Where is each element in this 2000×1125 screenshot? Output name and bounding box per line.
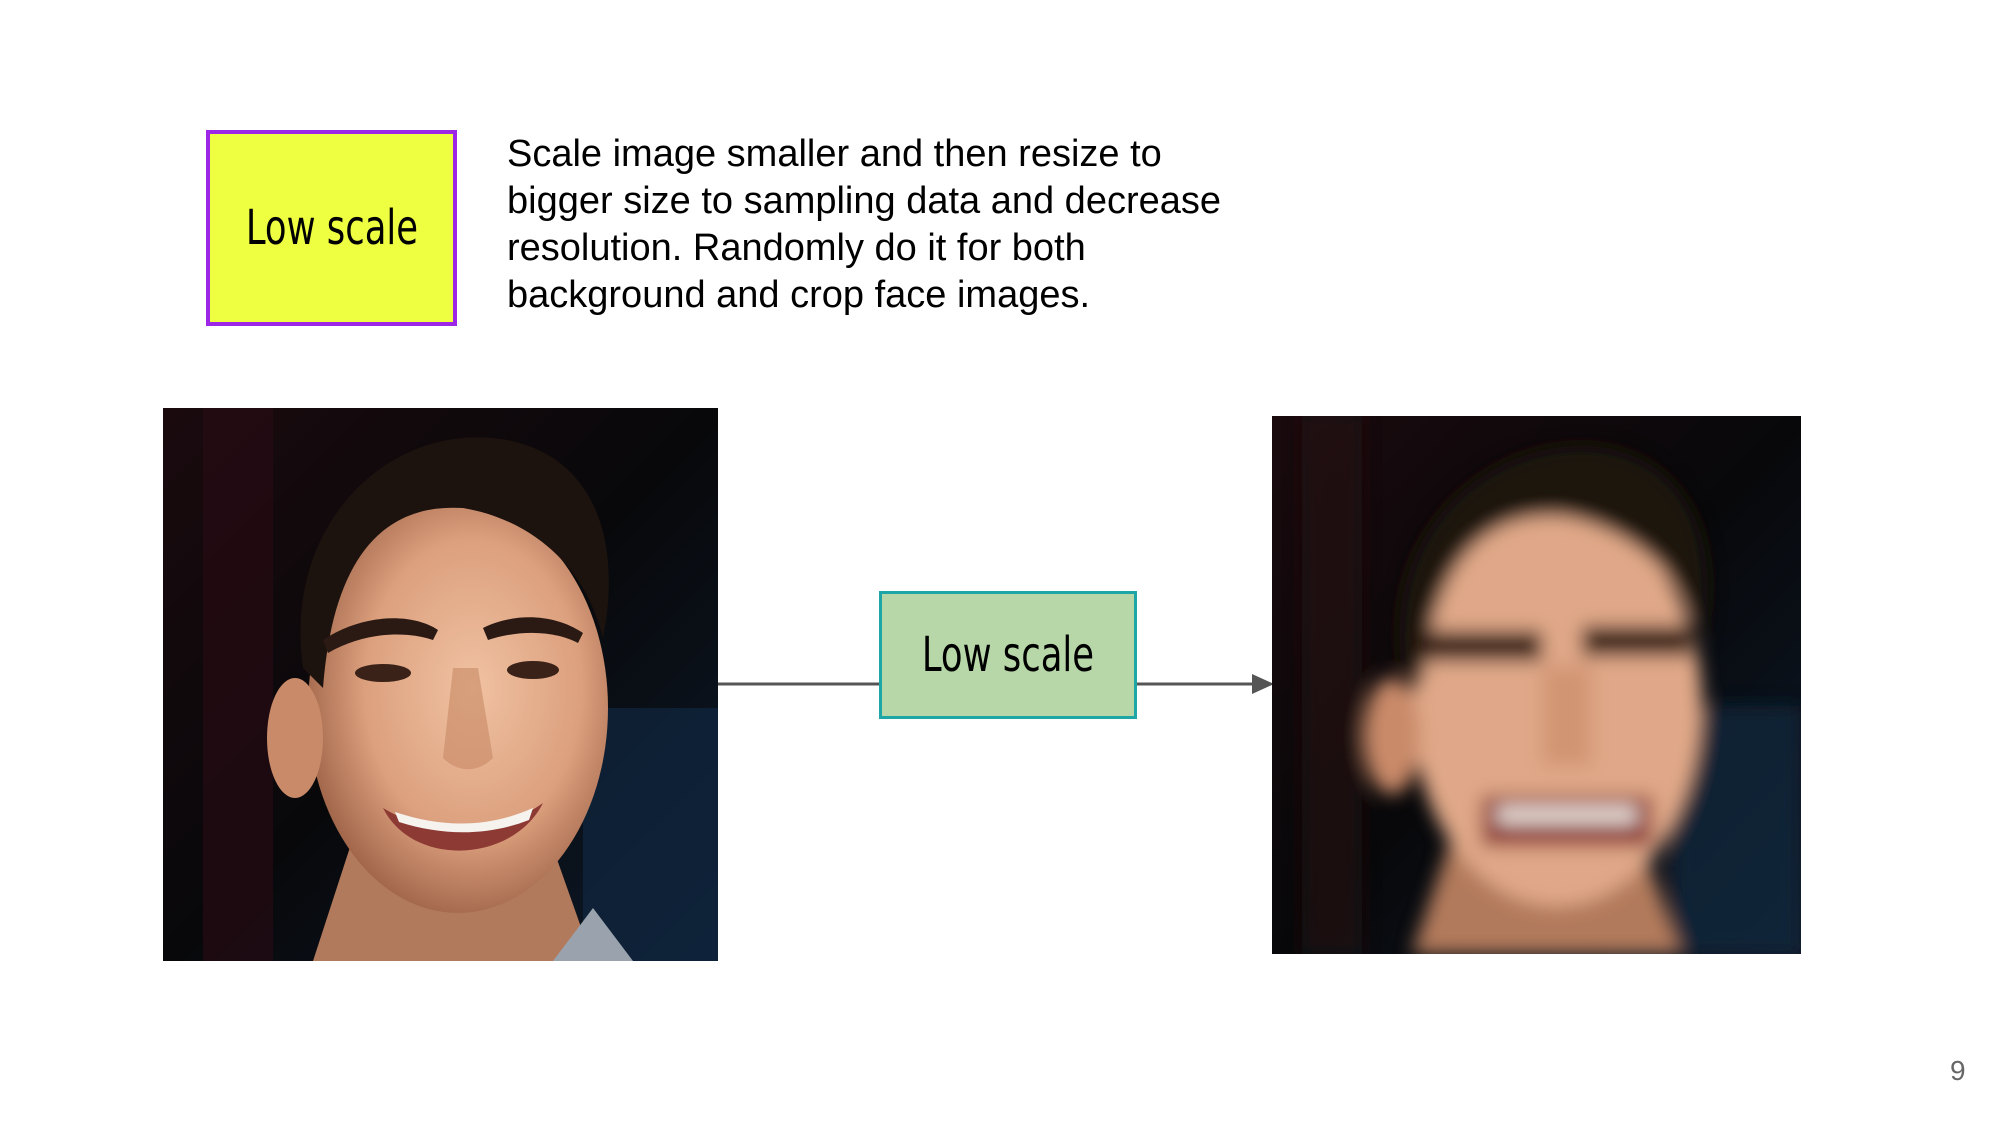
operation-label: Low scale xyxy=(921,627,1095,683)
low-resolution-face-image xyxy=(1272,416,1801,954)
technique-description: Scale image smaller and then resize to b… xyxy=(507,133,1222,316)
original-face-image xyxy=(163,408,718,961)
technique-label-box: Low scale xyxy=(206,130,457,326)
technique-label: Low scale xyxy=(245,200,418,256)
operation-box: Low scale xyxy=(879,591,1137,719)
page-number: 9 xyxy=(1950,1055,1966,1086)
